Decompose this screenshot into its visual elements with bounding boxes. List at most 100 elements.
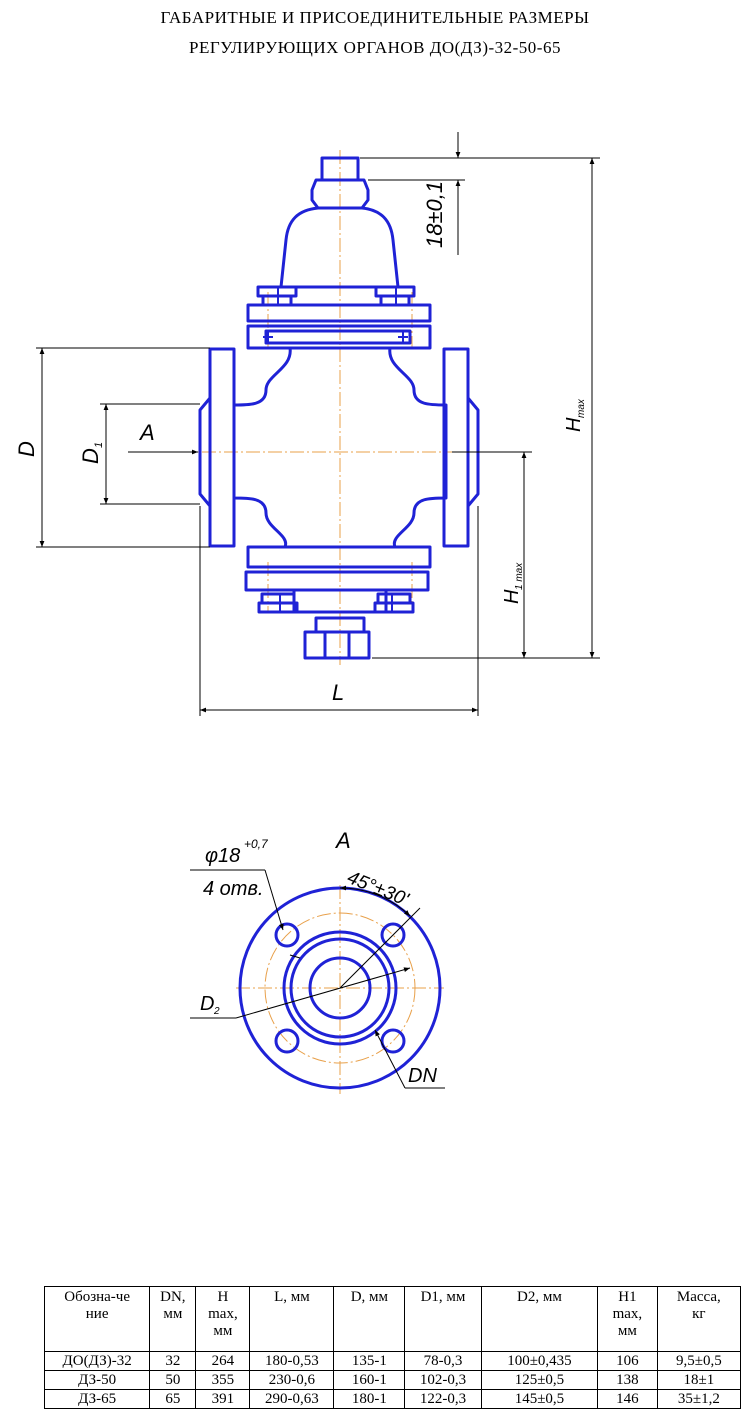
header-text: D, мм xyxy=(350,1289,389,1305)
upper-flange-plate xyxy=(246,303,432,323)
table-cell: 138 xyxy=(597,1370,658,1390)
table-cell: 102-0,3 xyxy=(404,1370,482,1390)
table-cell: 125±0,5 xyxy=(480,1370,599,1390)
drawing-title-line-1: ГАБАРИТНЫЕ И ПРИСОЕДИНИТЕЛЬНЫЕ РАЗМЕРЫ xyxy=(160,8,590,27)
dn-label: DN xyxy=(408,1065,437,1087)
table-cell: 230-0,6 xyxy=(249,1370,335,1390)
header-text: H1 xyxy=(618,1289,637,1305)
table-header-cell: D1, мм xyxy=(404,1286,482,1352)
table-cell: 135-1 xyxy=(333,1351,406,1371)
header-text: D1, мм xyxy=(420,1289,466,1305)
bolt-marks xyxy=(263,287,408,612)
header-text: Масса, xyxy=(676,1289,721,1305)
dim-d1-label: D 1 xyxy=(78,442,105,464)
upper-flange-ring xyxy=(246,324,432,350)
table-cell: 264 xyxy=(195,1351,251,1371)
d2-sub-label: 2 xyxy=(213,1006,220,1017)
flange-axis-lines xyxy=(236,885,444,1094)
table-cell: 180-0,53 xyxy=(249,1351,335,1371)
table-header-cell: L, мм xyxy=(249,1286,335,1352)
flange-bore xyxy=(308,956,372,1020)
dim-hmax-sub: max xyxy=(576,398,587,418)
hole-count-label: 4 отв. xyxy=(203,878,263,900)
dim-18-label: 18±0,1 xyxy=(422,181,447,248)
table-cell: 78-0,3 xyxy=(404,1351,482,1371)
table-cell: 9,5±0,5 xyxy=(656,1351,742,1371)
table-cell: ДЗ-50 xyxy=(43,1370,151,1390)
bolt-head-lower-left xyxy=(257,601,299,614)
valve-body-outline xyxy=(198,156,480,660)
hole-diameter-label: φ18 xyxy=(205,845,240,867)
table-cell: 35±1,2 xyxy=(656,1389,742,1409)
header-text: DN, xyxy=(160,1289,186,1305)
header-text: мм xyxy=(163,1306,183,1322)
technical-drawing: 18±0,1 H max H 1 max D D 1 L A xyxy=(14,132,600,1094)
dim-h1max-label: H 1 max xyxy=(501,562,525,604)
table-cell: ДЗ-65 xyxy=(43,1389,151,1409)
hole-tolerance-label: +0,7 xyxy=(244,837,269,851)
dim-h1max-sub: 1 max xyxy=(514,562,525,590)
lower-flange-plate xyxy=(246,545,432,569)
header-text: мм xyxy=(617,1323,637,1339)
bolt-hole-1 xyxy=(274,922,300,948)
dim-hmax-label: H max xyxy=(563,398,587,432)
table-cell: 122-0,3 xyxy=(404,1389,482,1409)
bolt-hole-2 xyxy=(380,922,406,948)
body-right-contour xyxy=(388,347,448,548)
axis-lines xyxy=(180,150,495,665)
table-cell: 355 xyxy=(195,1370,251,1390)
table-cell: 160-1 xyxy=(333,1370,406,1390)
table-header-cell: D2, мм xyxy=(480,1286,599,1352)
table-cell: 18±1 xyxy=(656,1370,742,1390)
bonnet xyxy=(279,206,400,289)
view-a-arrow-label: A xyxy=(138,420,155,445)
lower-flange-ring xyxy=(244,570,430,592)
table-cell: 106 xyxy=(597,1351,658,1371)
table-cell: 50 xyxy=(149,1370,197,1390)
table-header-cell: DN,мм xyxy=(149,1286,197,1352)
header-text: D2, мм xyxy=(517,1289,562,1305)
d2-label: D xyxy=(200,993,214,1015)
dim-hmax-letter: H xyxy=(563,417,585,432)
header-text: max, xyxy=(208,1306,238,1322)
right-flange xyxy=(442,347,470,548)
dim-d1-letter: D xyxy=(78,448,103,464)
header-text: мм xyxy=(213,1323,233,1339)
dimension-lines xyxy=(36,132,600,716)
header-text: кг xyxy=(692,1306,706,1322)
view-a-label: A xyxy=(334,828,351,853)
bottom-nut xyxy=(303,630,371,660)
bottom-neck xyxy=(292,590,388,614)
bolt-hole-3 xyxy=(274,1028,300,1054)
table-cell: 100±0,435 xyxy=(480,1351,599,1371)
table-cell: 145±0,5 xyxy=(480,1389,599,1409)
table-header-cell: D, мм xyxy=(333,1286,406,1352)
header-text: L, мм xyxy=(274,1289,310,1305)
header-text: ние xyxy=(85,1306,109,1322)
table-cell: 65 xyxy=(149,1389,197,1409)
dim-h1max-letter: H xyxy=(501,589,523,604)
table-cell: 32 xyxy=(149,1351,197,1371)
flange-dimension-lines xyxy=(190,869,445,1089)
header-text: max, xyxy=(612,1306,643,1322)
header-text: H xyxy=(217,1289,229,1305)
table-cell: 180-1 xyxy=(333,1389,406,1409)
table-cell: 391 xyxy=(195,1389,251,1409)
table-header-cell: Масса,кг xyxy=(656,1286,742,1352)
front-view: 18±0,1 H max H 1 max D D 1 L A xyxy=(14,132,600,716)
left-flange xyxy=(208,347,236,548)
table-cell: ДО(ДЗ)-32 xyxy=(43,1351,151,1371)
dim-d-label: D xyxy=(14,441,39,457)
bolt-head-lower-right xyxy=(373,601,415,614)
dim-d1-sub: 1 xyxy=(93,442,105,448)
table-cell: 146 xyxy=(597,1389,658,1409)
dim-l-label: L xyxy=(332,680,344,705)
flange-view: A φ18 +0,7 4 отв. 45°±30' D 2 DN xyxy=(190,828,445,1094)
